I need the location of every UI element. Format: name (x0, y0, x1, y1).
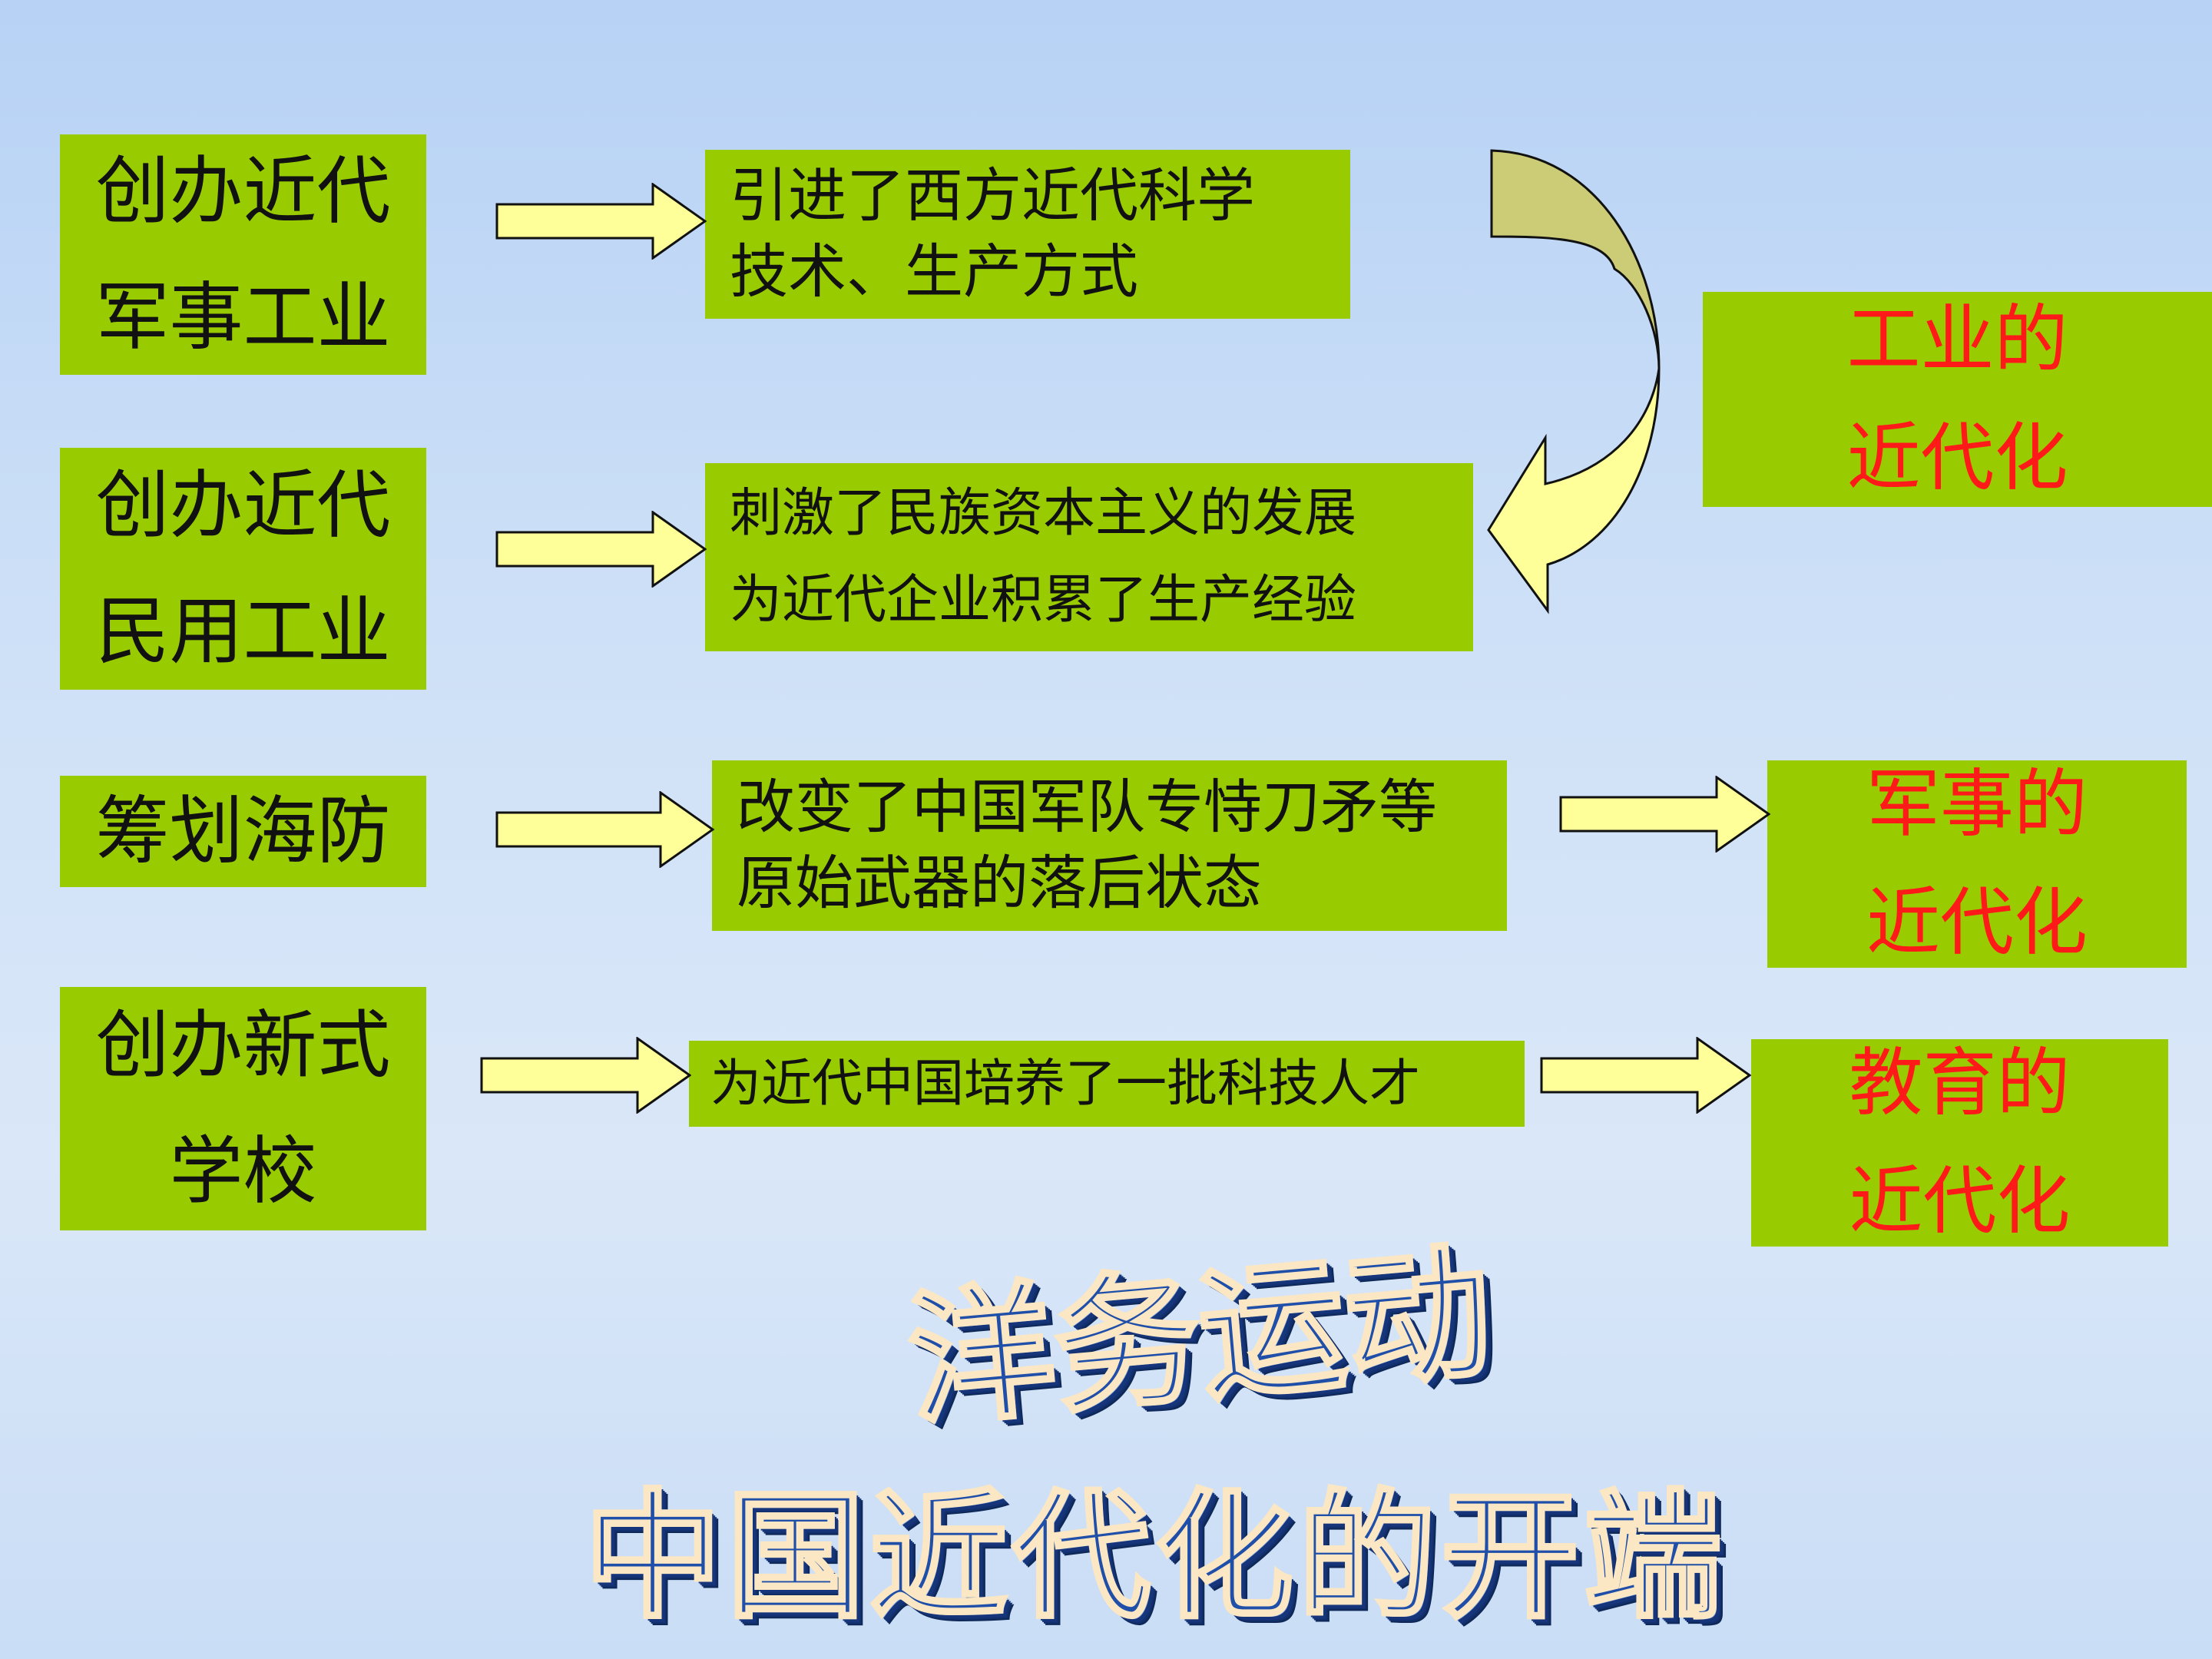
left-box-coastal-defense: 筹划海防 (60, 776, 426, 887)
left-box-new-schools: 创办新式 学校 (60, 987, 426, 1230)
arrow-right-icon (1559, 776, 1770, 853)
arrow-right-icon (1540, 1037, 1751, 1114)
arrow-right-icon (480, 1037, 691, 1114)
left-box-line2: 民用工业 (95, 588, 391, 674)
result-line1: 军事的 (1866, 761, 2088, 848)
mid-box-capitalism: 刺激了民族资本主义的发展 为近代企业积累了生产经验 (705, 463, 1473, 651)
result-line1: 教育的 (1849, 1040, 2071, 1127)
mid-box-technology: 引进了西方近代科学 技术、生产方式 (705, 150, 1350, 319)
title-line1: 洋务运动 (900, 1224, 1500, 1449)
left-box-line1: 创办近代 (95, 148, 391, 235)
left-box-line1: 筹划海防 (95, 787, 391, 874)
mid-box-line2: 为近代企业积累了生产经验 (730, 569, 1357, 631)
mid-box-line1: 引进了西方近代科学 (730, 161, 1255, 230)
arrow-right-icon (495, 183, 707, 260)
mid-box-line1: 为近代中国培养了一批科技人才 (710, 1054, 1420, 1114)
result-box-military: 军事的 近代化 (1767, 760, 2187, 968)
left-box-line1: 创办新式 (95, 1002, 391, 1089)
mid-box-line1: 改变了中国军队专恃刀矛等 (737, 773, 1437, 842)
left-box-civil-industry: 创办近代 民用工业 (60, 448, 426, 690)
mid-box-line2: 原始武器的落后状态 (737, 849, 1262, 917)
result-box-education: 教育的 近代化 (1751, 1039, 2168, 1247)
mid-box-talents: 为近代中国培养了一批科技人才 (689, 1041, 1525, 1127)
arrow-right-icon (495, 511, 707, 588)
result-line2: 近代化 (1866, 879, 2088, 965)
mid-box-weapons: 改变了中国军队专恃刀矛等 原始武器的落后状态 (712, 760, 1507, 931)
title-line2: 中国近代化的开端 (582, 1474, 1727, 1639)
mid-box-line1: 刺激了民族资本主义的发展 (730, 483, 1357, 545)
left-box-line1: 创办近代 (95, 462, 391, 549)
result-line2: 近代化 (1846, 415, 2068, 501)
result-line2: 近代化 (1849, 1158, 2071, 1244)
left-box-military-industry: 创办近代 军事工业 (60, 134, 426, 375)
mid-box-line2: 技术、生产方式 (730, 237, 1138, 306)
result-line1: 工业的 (1846, 296, 2068, 383)
left-box-line2: 军事工业 (95, 273, 391, 360)
left-box-line2: 学校 (169, 1128, 317, 1214)
curved-arrow-icon (1487, 149, 1661, 614)
arrow-right-icon (495, 791, 714, 868)
result-box-industry: 工业的 近代化 (1703, 292, 2212, 507)
